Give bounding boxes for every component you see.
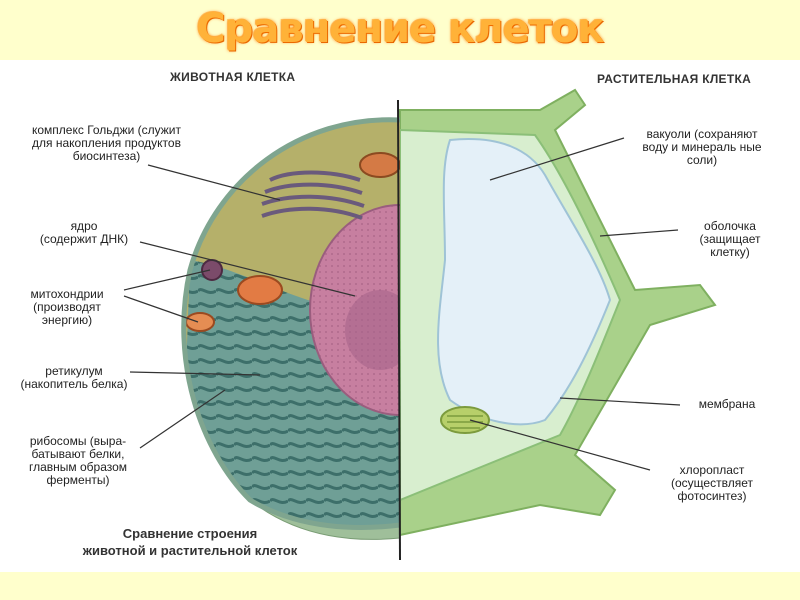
plant-cell (399, 88, 717, 537)
cell-illustration (123, 88, 717, 561)
slide-title: Сравнение клеток (196, 6, 604, 52)
animal-cell-heading: ЖИВОТНАЯ КЛЕТКА (170, 70, 296, 84)
cell-comparison-figure: ЖИВОТНАЯ КЛЕТКА РАСТИТЕЛЬНАЯ КЛЕТКА комп… (0, 60, 800, 572)
mitochondrion (185, 152, 400, 332)
plant-cell-heading: РАСТИТЕЛЬНАЯ КЛЕТКА (597, 72, 752, 86)
plant-vacuole (437, 138, 612, 426)
nucleus (309, 204, 400, 416)
label-ribosomes: рибосомы (выра- батывают белки, главным … (28, 434, 128, 487)
divider-line (397, 99, 401, 561)
vesicle (201, 259, 223, 281)
figure-caption: Сравнение строения животной и растительн… (82, 526, 298, 558)
leader-lines-plant (469, 137, 681, 471)
label-nucleus: ядро (содержит ДНК) (39, 219, 129, 246)
label-mitochondria: митохондрии (производят энергию) (30, 287, 104, 327)
golgi-complex (261, 170, 365, 220)
label-membrane: мембрана (698, 397, 756, 411)
label-reticulum: ретикулум (накопитель белка) (20, 364, 128, 391)
label-golgi: комплекс Гольджи (служит для накопления … (32, 123, 181, 163)
label-vacuole: вакуоли (сохраняют воду и минераль ные с… (642, 127, 762, 167)
animal-cell (181, 117, 401, 540)
chloroplast (440, 406, 490, 434)
leader-lines-animal (123, 164, 356, 449)
label-cell-wall: оболочка (защищает клетку) (699, 219, 761, 259)
label-chloroplast: хлоропласт (осуществляет фотосинтез) (671, 463, 753, 503)
